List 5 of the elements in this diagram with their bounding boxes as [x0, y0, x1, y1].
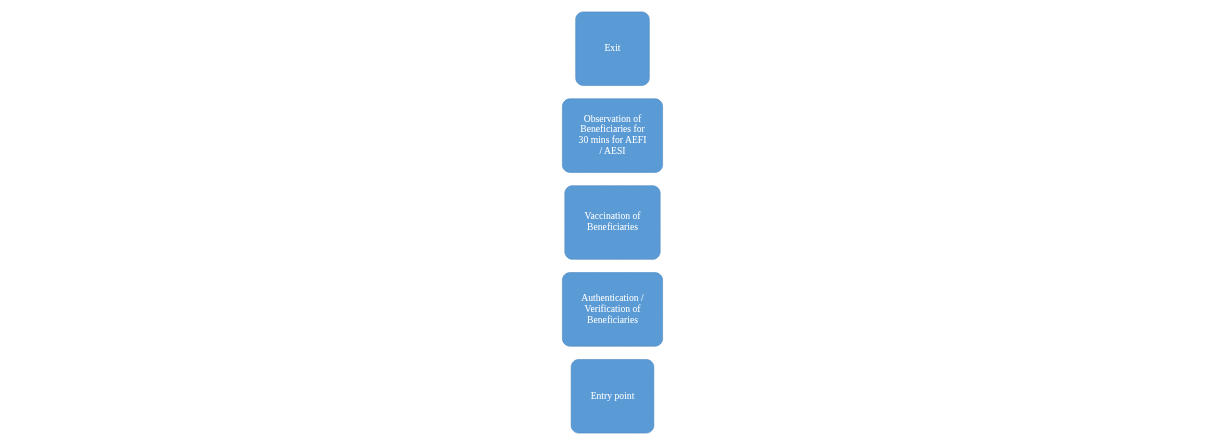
node-box: Authentication / Verification of Beneficiaries	[562, 272, 663, 347]
node-box: Entry point	[570, 359, 655, 434]
node-box: Exit	[575, 11, 650, 86]
node-box: Observation of Beneficiaries for 30 mins for AEFI / AESI	[562, 98, 663, 173]
node-box: Vaccination of Beneficiaries	[564, 185, 661, 260]
